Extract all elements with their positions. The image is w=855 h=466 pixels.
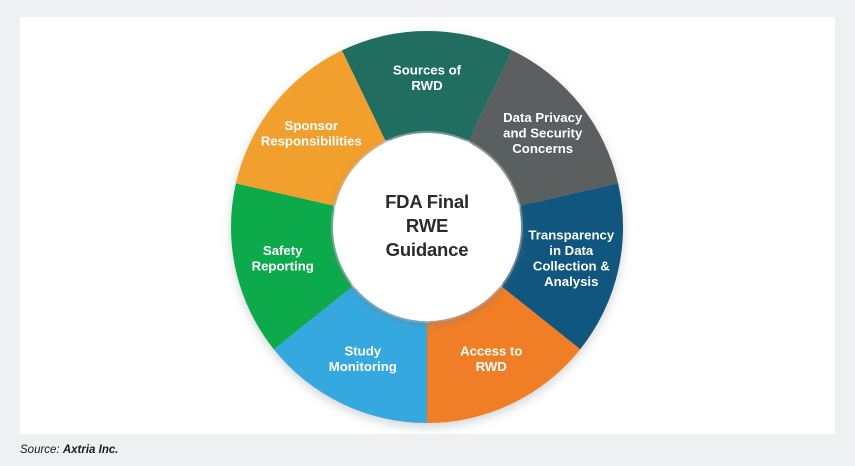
wheel-ring-band-sponsor-responsibilities [321,129,386,206]
source-caption: Source: Axtria Inc. [20,444,118,456]
source-value: Axtria Inc. [62,444,119,456]
center-circle [333,133,521,321]
wheel-ring-band-data-privacy-and-security-concerns [468,129,533,206]
inner-ring-group [319,119,535,335]
source-label: Source: [20,444,60,456]
wheel-ring-band-transparency-in-data-collection-and-analysis [502,202,535,295]
wheel-segment-sources-of-rwd[interactable] [341,31,513,141]
wheel-ring-band-sources-of-rwd [380,119,474,141]
wheel-ring-band-safety-reporting [319,202,352,295]
